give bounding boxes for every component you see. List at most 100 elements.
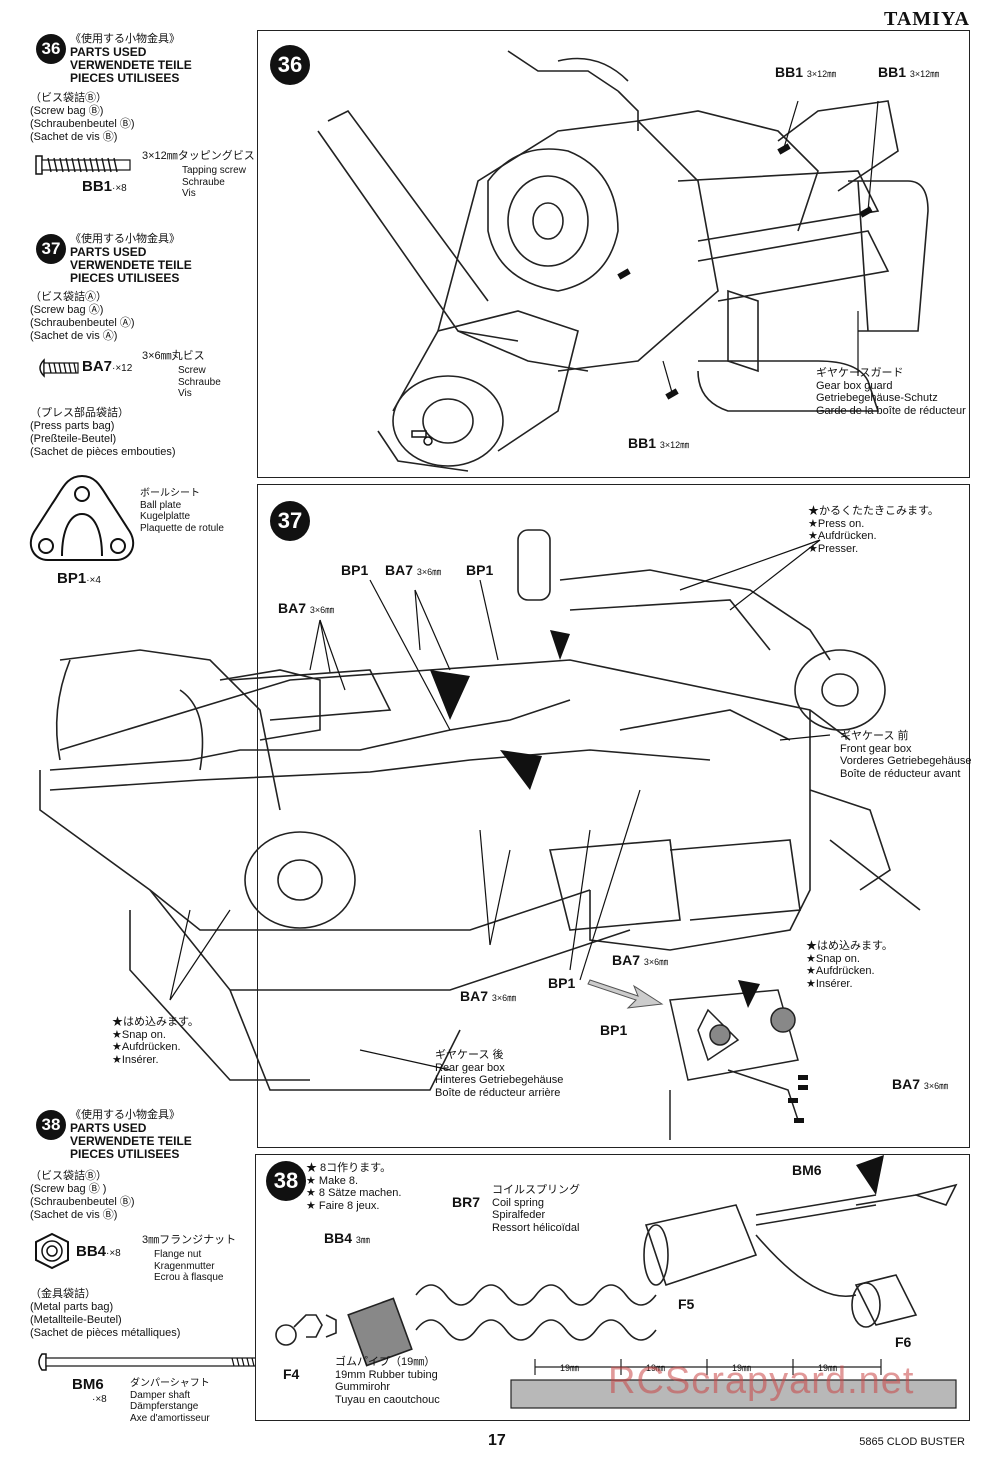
snap-on-right-fr: ★Insérer. — [806, 977, 853, 990]
press-on-jp: ★かるくたたきこみます。 — [808, 505, 939, 517]
bb1-label-a-dim: 3×12㎜ — [806, 69, 837, 79]
bb1-label-c-text: BB1 — [628, 435, 657, 451]
bb4-desc-en: Flange nut — [154, 1249, 202, 1260]
screw-bag-b-label-2: （ビス袋詰Ⓑ） (Screw bag Ⓑ ) (Schraubenbeutel … — [30, 1170, 135, 1222]
rear-gear-box-jp: ギヤケース 後 — [435, 1049, 504, 1061]
part-qty-bp1: ·×4 — [86, 575, 101, 586]
step-38-number: 38 — [266, 1161, 306, 1201]
parts-title-fr: PIECES UTILISEES — [70, 271, 180, 285]
step-badge-36: 36 — [36, 34, 66, 64]
ba7-label-a-dim: 3×6㎜ — [416, 567, 442, 577]
coil-spring-jp: コイルスプリング — [492, 1184, 580, 1196]
bm6-desc-de: Dämpferstange — [130, 1401, 199, 1412]
coil-spring-en: Coil spring — [492, 1196, 544, 1209]
snap-on-left-jp: ★はめ込みます。 — [112, 1016, 199, 1028]
flange-nut-icon — [35, 1232, 69, 1270]
press-on-note: ★かるくたたきこみます。 ★Press on. ★Aufdrücken. ★Pr… — [808, 505, 939, 555]
tube-measure-drawing — [510, 1359, 957, 1409]
model-name: 5865 CLOD BUSTER — [859, 1436, 965, 1448]
step-37-panel: 37 — [257, 484, 970, 1148]
rubber-tube-fr: Tuyau en caoutchouc — [335, 1393, 440, 1406]
parts-title-en: PARTS USED — [70, 1121, 147, 1135]
ba7-label-a: BA7 3×6㎜ — [385, 562, 441, 578]
parts-title-en: PARTS USED — [70, 45, 147, 59]
chassis-assembly-drawing — [39, 529, 921, 1091]
bb1-label-b-dim: 3×12㎜ — [909, 69, 940, 79]
part-code-bb1: BB1·×8 — [82, 178, 127, 195]
segment-length-4: 19㎜ — [818, 1363, 838, 1373]
rear-gear-box-en: Rear gear box — [435, 1061, 505, 1074]
bb1-label-c: BB1 3×12㎜ — [628, 435, 689, 451]
coil-spring-label: コイルスプリング Coil spring Spiralfeder Ressort… — [492, 1184, 580, 1234]
ba7-label-d: BA7 3×6㎜ — [460, 988, 516, 1004]
metal-bag-jp: （金具袋詰） — [30, 1288, 96, 1300]
ba7-label-c-dim: 3×6㎜ — [643, 957, 669, 967]
ba7-label-e-dim: 3×6㎜ — [923, 1081, 949, 1091]
bag-fr: (Sachet de vis Ⓑ) — [30, 1209, 118, 1221]
bb4-desc: Flange nut Kragenmutter Ecrou à flasque — [154, 1249, 224, 1284]
front-gear-box-jp: ギヤケース 前 — [840, 730, 909, 742]
parts-used-36: 《使用する小物金具》 PARTS USED VERWENDETE TEILE P… — [70, 33, 192, 85]
part-qty-bb1: ·×8 — [112, 183, 127, 194]
part-code-bp1-text: BP1 — [57, 570, 87, 587]
bb1-label-c-dim: 3×12㎜ — [659, 440, 690, 450]
bb1-label-b: BB1 3×12㎜ — [878, 64, 939, 80]
press-bag-de: (Preßteile-Beutel) — [30, 433, 117, 445]
press-bag-fr: (Sachet de pièces embouties) — [30, 446, 176, 458]
bb1-label-a: BB1 3×12㎜ — [775, 64, 836, 80]
step-38-panel: 38 — [255, 1154, 970, 1421]
make-8-fr: ★ Faire 8 jeux. — [306, 1199, 380, 1212]
bm6-label: BM6 — [792, 1162, 822, 1178]
ba7-label-e: BA7 3×6㎜ — [892, 1076, 948, 1092]
br7-label: BR7 — [452, 1194, 481, 1210]
parts-title-de: VERWENDETE TEILE — [70, 258, 192, 272]
bb1-desc-fr: Vis — [182, 188, 196, 199]
bb1-desc-en: Tapping screw — [182, 165, 246, 176]
part-qty-bm6: ·×8 — [92, 1394, 107, 1405]
bag-fr: (Sachet de vis Ⓐ) — [30, 330, 118, 342]
front-gear-box-fr: Boîte de réducteur avant — [840, 767, 961, 780]
segment-length-1: 19㎜ — [560, 1363, 580, 1373]
part-code-bb4-text: BB4 — [76, 1243, 107, 1260]
bb1-label-a-text: BB1 — [775, 64, 804, 80]
gear-box-guard-label: ギヤケースガード Gear box guard Getriebegehäuse-… — [816, 367, 966, 417]
segment-length-3: 19㎜ — [732, 1363, 752, 1373]
bag-jp: （ビス袋詰Ⓑ） — [30, 92, 107, 104]
bag-de: (Schraubenbeutel Ⓑ) — [30, 1196, 135, 1208]
part-code-bb4: BB4·×8 — [76, 1243, 121, 1260]
ba7-label-c-text: BA7 — [612, 952, 641, 968]
bag-de: (Schraubenbeutel Ⓑ) — [30, 118, 135, 130]
bm6-desc: ダンパーシャフト Damper shaft Dämpferstange Axe … — [130, 1378, 210, 1424]
guard-de: Getriebegehäuse-Schutz — [816, 392, 938, 404]
rear-gear-box-label: ギヤケース 後 Rear gear box Hinteres Getriebeg… — [435, 1049, 563, 1099]
press-on-fr: ★Presser. — [808, 542, 859, 555]
make-8-jp: ★ 8コ作ります。 — [306, 1162, 392, 1174]
bp1-label-d: BP1 — [600, 1022, 628, 1038]
ba7-label-d-text: BA7 — [460, 988, 489, 1004]
bb4-label-dim: 3㎜ — [355, 1235, 370, 1245]
guard-jp: ギヤケースガード — [816, 367, 904, 379]
bag-en: (Screw bag Ⓐ) — [30, 304, 104, 316]
bm6-desc-jp: ダンパーシャフト — [130, 1378, 210, 1389]
ba7-desc-en: Screw — [178, 365, 206, 376]
ba7-label-b-text: BA7 — [278, 600, 307, 616]
bb1-desc-jp: 3×12㎜タッピングビス — [142, 150, 255, 162]
damper-shaft-icon — [38, 1353, 275, 1371]
snap-on-right-jp: ★はめ込みます。 — [806, 940, 893, 952]
press-bag-en: (Press parts bag) — [30, 420, 115, 432]
metal-bag-fr: (Sachet de pièces métalliques) — [30, 1327, 181, 1339]
ba7-desc-fr: Vis — [178, 388, 192, 399]
press-on-en: ★Press on. — [808, 517, 865, 530]
ba7-label-e-text: BA7 — [892, 1076, 921, 1092]
step-36-number: 36 — [270, 45, 310, 85]
bb4-label: BB4 3㎜ — [324, 1230, 370, 1246]
bp1-label-b: BP1 — [466, 562, 494, 578]
parts-title-fr: PIECES UTILISEES — [70, 1147, 180, 1161]
step-36-panel: 36 — [257, 30, 970, 478]
parts-title-jp: 《使用する小物金具》 — [70, 33, 180, 45]
ball-plate-de: Kugelplatte — [140, 511, 191, 522]
ball-plate-icon — [29, 474, 135, 561]
rubber-tube-de: Gummirohr — [335, 1381, 391, 1393]
ball-plate-detail-drawing — [669, 980, 808, 1140]
guard-en: Gear box guard — [816, 379, 893, 392]
